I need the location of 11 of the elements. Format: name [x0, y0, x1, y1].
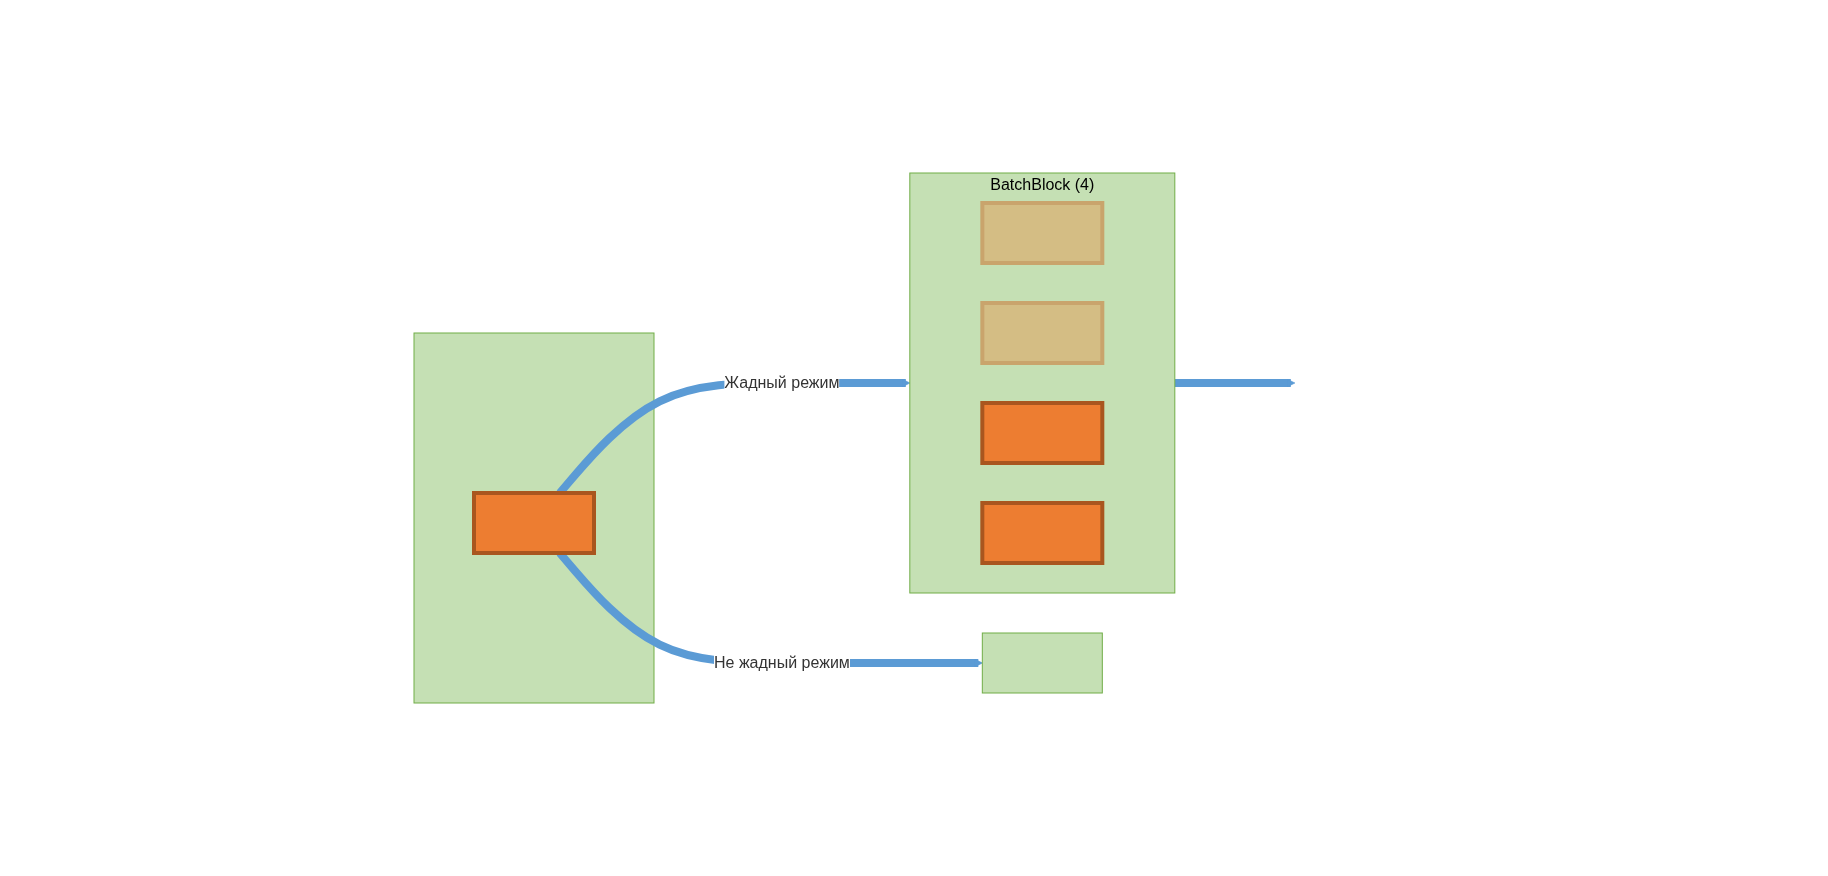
node-box [979, 201, 1104, 265]
node-box [979, 301, 1104, 365]
node-box [979, 501, 1104, 565]
node-box [979, 401, 1104, 465]
cluster [413, 332, 655, 704]
cluster: BatchBlock (4) [908, 172, 1175, 594]
arrow [1174, 378, 1295, 388]
edge-label: Жадный режим [723, 374, 840, 391]
edge-label: Не жадный режим [713, 654, 850, 671]
node-box [981, 632, 1103, 694]
node-box [471, 491, 596, 555]
